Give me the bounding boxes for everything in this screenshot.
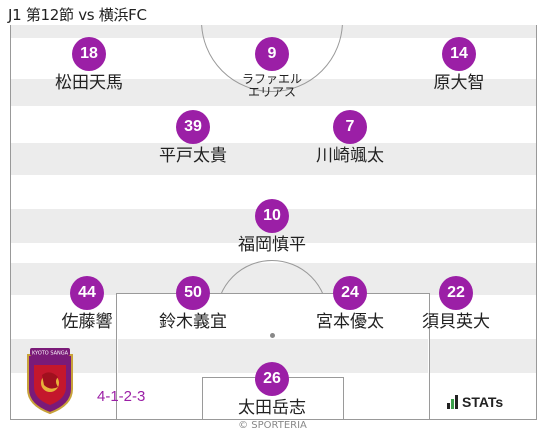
player-name-line2: エリアス bbox=[247, 85, 296, 99]
player-number: 44 bbox=[70, 276, 104, 310]
player-number: 22 bbox=[439, 276, 473, 310]
player-number: 26 bbox=[255, 362, 289, 396]
player-card[interactable]: 50 鈴木義宜 bbox=[138, 276, 248, 332]
player-card[interactable]: 14 原大智 bbox=[404, 37, 514, 93]
player-card[interactable]: 39 平戸太貴 bbox=[138, 110, 248, 166]
pitch bbox=[10, 25, 537, 420]
player-card[interactable]: 18 松田天馬 bbox=[34, 37, 144, 93]
player-name: 原大智 bbox=[433, 73, 485, 93]
player-number: 7 bbox=[333, 110, 367, 144]
player-name: 鈴木義宜 bbox=[159, 312, 227, 332]
stats-bars-icon bbox=[447, 395, 458, 409]
player-name: 宮本優太 bbox=[316, 312, 384, 332]
player-name-line1: ラファエル bbox=[241, 72, 302, 86]
player-name: 福岡慎平 bbox=[238, 235, 306, 255]
player-number: 10 bbox=[255, 199, 289, 233]
player-number: 9 bbox=[255, 37, 289, 71]
player-name: 川崎颯太 bbox=[316, 146, 384, 166]
kyoto-sanga-crest-icon: KYOTO SANGA bbox=[27, 348, 73, 415]
penalty-spot bbox=[270, 333, 275, 338]
player-number: 14 bbox=[442, 37, 476, 71]
player-card[interactable]: 24 宮本優太 bbox=[295, 276, 405, 332]
player-name: 須貝英大 bbox=[422, 312, 490, 332]
formation-label: 4-1-2-3 bbox=[97, 388, 146, 405]
player-name: 松田天馬 bbox=[55, 73, 123, 93]
player-card[interactable]: 22 須貝英大 bbox=[401, 276, 511, 332]
badge-text: KYOTO SANGA bbox=[32, 351, 69, 357]
player-card[interactable]: 7 川崎颯太 bbox=[295, 110, 405, 166]
player-card[interactable]: 9 ラファエル エリアス bbox=[217, 37, 327, 99]
stats-logo: STATs bbox=[447, 394, 503, 410]
player-name: 平戸太貴 bbox=[159, 146, 227, 166]
player-number: 18 bbox=[72, 37, 106, 71]
player-name: 太田岳志 bbox=[238, 398, 306, 418]
player-card[interactable]: 10 福岡慎平 bbox=[217, 199, 327, 255]
page-title: J1 第12節 vs 横浜FC bbox=[8, 6, 147, 24]
player-name: 佐藤響 bbox=[61, 312, 113, 332]
player-number: 50 bbox=[176, 276, 210, 310]
copyright: © SPORTERIA bbox=[238, 420, 307, 431]
player-card[interactable]: 26 太田岳志 bbox=[217, 362, 327, 418]
pitch-stripe bbox=[11, 143, 536, 175]
player-number: 39 bbox=[176, 110, 210, 144]
player-card[interactable]: 44 佐藤響 bbox=[32, 276, 142, 332]
player-number: 24 bbox=[333, 276, 367, 310]
stats-logo-text: STATs bbox=[462, 394, 504, 410]
